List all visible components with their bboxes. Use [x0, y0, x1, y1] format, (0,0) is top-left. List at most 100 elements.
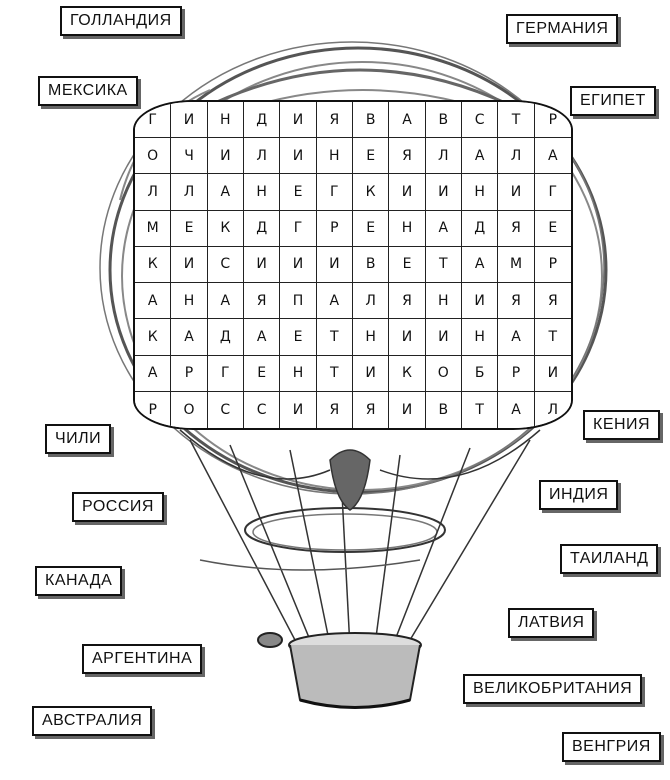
grid-cell: И — [280, 102, 317, 139]
grid-cell: Я — [352, 391, 390, 428]
grid-cell: Л — [498, 138, 535, 175]
grid-cell: Р — [498, 355, 535, 392]
grid-cell: О — [425, 355, 462, 392]
grid-cell: А — [171, 319, 208, 356]
grid-cell: А — [498, 319, 535, 356]
grid-cell: Л — [243, 138, 281, 175]
grid-cell: Т — [498, 102, 535, 139]
grid-cell: Л — [425, 138, 462, 175]
grid-cell: Е — [171, 210, 208, 247]
grid-cell: Е — [243, 355, 281, 392]
grid-cell: Е — [280, 319, 317, 356]
word-velikobritaniya: ВЕЛИКОБРИТАНИЯ — [463, 674, 643, 704]
grid-cell: М — [498, 246, 535, 284]
grid-cell: И — [280, 138, 317, 175]
grid-cell: С — [461, 102, 499, 139]
grid-cell: Я — [498, 210, 535, 247]
grid-cell: В — [352, 246, 390, 284]
grid-cell: Я — [316, 391, 353, 428]
grid-cell: Е — [534, 210, 571, 247]
grid-cell: И — [171, 246, 208, 284]
word-argentina: АРГЕНТИНА — [82, 644, 203, 674]
grid-cell: А — [389, 102, 426, 139]
grid-cell: И — [461, 283, 499, 320]
grid-cell: Н — [316, 138, 353, 175]
word-vengriya: ВЕНГРИЯ — [562, 732, 661, 762]
grid-cell: Я — [316, 102, 353, 139]
grid-cell: Г — [316, 174, 353, 211]
grid-cell: Н — [389, 210, 426, 247]
grid-cell: Д — [243, 210, 281, 247]
grid-cell: Я — [389, 138, 426, 175]
word-gollandiya: ГОЛЛАНДИЯ — [60, 6, 182, 36]
word-kanada: КАНАДА — [35, 566, 123, 596]
grid-cell: В — [425, 391, 462, 428]
grid-cell: И — [280, 391, 317, 428]
grid-cell: Е — [280, 174, 317, 211]
grid-cell: Е — [352, 210, 390, 247]
grid-cell: Т — [534, 319, 571, 356]
grid-cell: С — [207, 391, 244, 428]
grid-cell: Р — [534, 246, 571, 284]
grid-cell: А — [207, 283, 244, 320]
grid-cell: П — [280, 283, 317, 320]
grid-cell: К — [352, 174, 390, 211]
grid-cell: К — [389, 355, 426, 392]
grid-cell: С — [207, 246, 244, 284]
grid-cell: А — [207, 174, 244, 211]
grid-cell: И — [389, 174, 426, 211]
grid-cell: Я — [243, 283, 281, 320]
word-keniya: КЕНИЯ — [583, 410, 661, 440]
grid-cell: Г — [280, 210, 317, 247]
grid-cell: Д — [243, 102, 281, 139]
word-rossiya: РОССИЯ — [72, 492, 164, 522]
balloon-ropes — [179, 429, 541, 649]
word-meksika: МЕКСИКА — [38, 76, 138, 106]
grid-cell: О — [171, 391, 208, 428]
grid-cell: Л — [135, 174, 172, 211]
grid-cell: И — [425, 174, 462, 211]
grid-cell: А — [135, 283, 172, 320]
grid-cell: М — [135, 210, 172, 247]
grid-cell: И — [243, 246, 281, 284]
grid-cell: И — [389, 391, 426, 428]
basket — [257, 632, 422, 709]
grid-cell: Г — [207, 355, 244, 392]
word-tailand: ТАИЛАНД — [560, 544, 659, 574]
grid-cell: Н — [461, 174, 499, 211]
grid-cell: Б — [461, 355, 499, 392]
grid-cell: Р — [534, 102, 571, 139]
grid-cell: Д — [207, 319, 244, 356]
grid-cell: Т — [461, 391, 499, 428]
grid-cell: А — [461, 246, 499, 284]
grid-cell: В — [425, 102, 462, 139]
grid-cell: Р — [316, 210, 353, 247]
grid-cell: Е — [389, 246, 426, 284]
grid-cell: Я — [534, 283, 571, 320]
grid-cell: К — [207, 210, 244, 247]
grid-cell: Н — [425, 283, 462, 320]
word-latviya: ЛАТВИЯ — [508, 608, 595, 638]
grid-cell: И — [425, 319, 462, 356]
grid-cell: Я — [498, 283, 535, 320]
grid-cell: Д — [461, 210, 499, 247]
grid-cell: Г — [534, 174, 571, 211]
grid-cell: Т — [425, 246, 462, 284]
word-germaniya: ГЕРМАНИЯ — [506, 14, 619, 44]
grid-cell: А — [135, 355, 172, 392]
grid-cell: В — [352, 102, 390, 139]
grid-cell: К — [135, 246, 172, 284]
grid-cell: Л — [171, 174, 208, 211]
grid-cell: И — [207, 138, 244, 175]
grid-cell: Н — [171, 283, 208, 320]
grid-cell: А — [534, 138, 571, 175]
grid-cell: А — [498, 391, 535, 428]
word-avstraliya: АВСТРАЛИЯ — [32, 706, 153, 736]
grid-cell: Н — [243, 174, 281, 211]
grid-cell: С — [243, 391, 281, 428]
grid-cell: Л — [352, 283, 390, 320]
grid-cell: Я — [389, 283, 426, 320]
grid-cell: Т — [316, 355, 353, 392]
